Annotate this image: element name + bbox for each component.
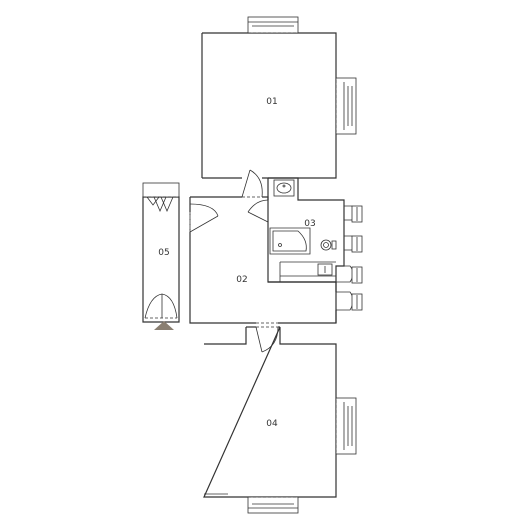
- room-label-05: 05: [158, 248, 169, 258]
- door-swing-icon: [241, 169, 263, 198]
- door-swing-icon: [189, 203, 219, 233]
- radiator-icon: [335, 397, 357, 455]
- window-icon: [247, 16, 299, 34]
- room-label-01: 01: [266, 97, 277, 107]
- room-label-04: 04: [266, 419, 278, 429]
- room-label-02: 02: [236, 275, 247, 285]
- door-swing-icon: [255, 326, 279, 353]
- shower-icon: [269, 227, 311, 255]
- window-icon: [247, 496, 299, 514]
- room-02: 02: [189, 196, 337, 324]
- window-icon: [142, 182, 180, 213]
- room-label-03: 03: [304, 219, 315, 229]
- door-swing-icon: [247, 199, 269, 223]
- room-03: 03: [267, 177, 345, 283]
- sink-icon: [273, 179, 295, 197]
- door-swing-icon: [144, 293, 178, 319]
- radiator-icon: [335, 205, 363, 323]
- room-04: 04: [203, 326, 357, 514]
- room-05: 05: [142, 182, 180, 330]
- radiator-icon: [335, 77, 357, 135]
- room-01: 01: [201, 16, 357, 179]
- toilet-icon: [320, 239, 337, 251]
- entry-arrow-icon: [154, 321, 174, 330]
- sink-icon: [317, 263, 333, 276]
